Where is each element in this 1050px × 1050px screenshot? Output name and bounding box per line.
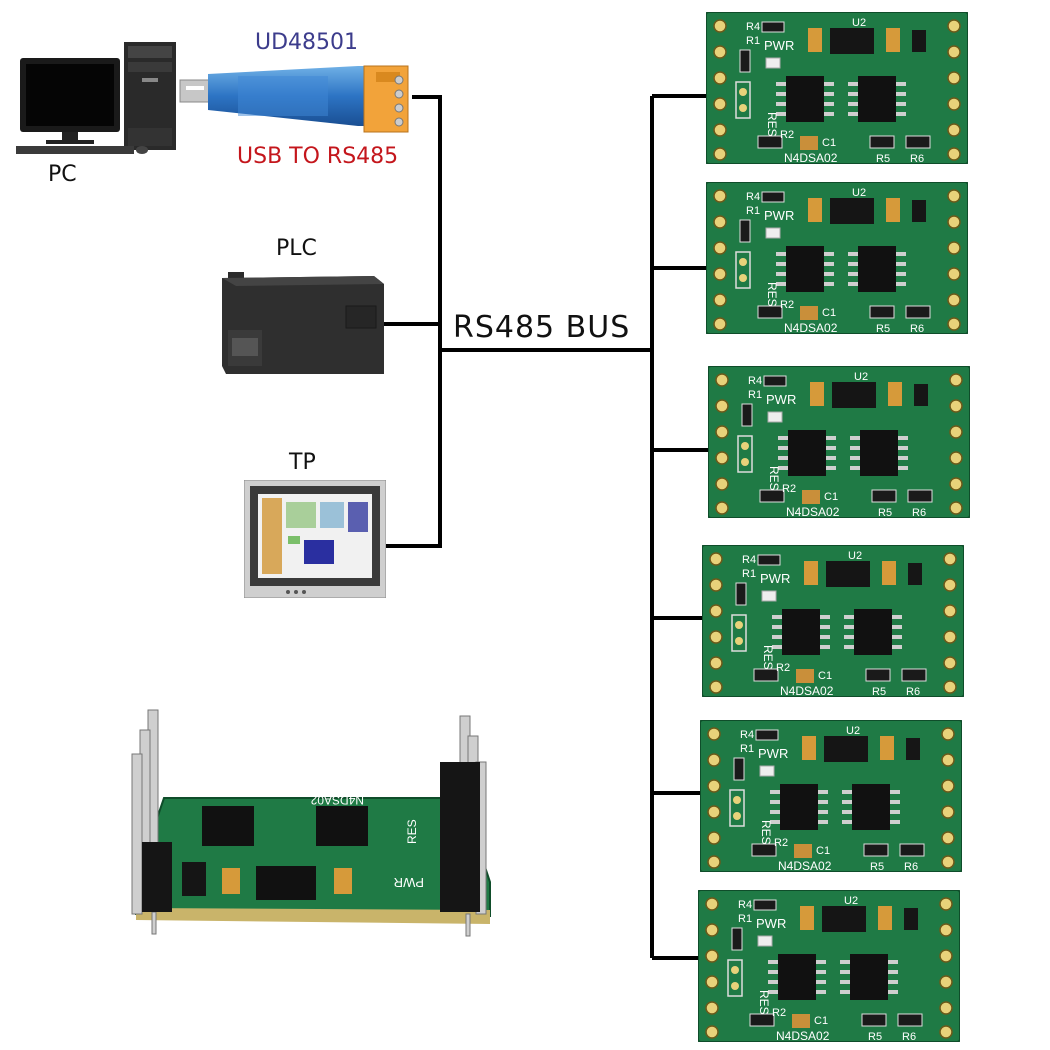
converter-model-label: UD48501 [255,30,359,55]
converter-subtitle-label: USB TO RS485 [237,144,399,169]
silk-r5: R5 [876,323,890,334]
silk-r6: R6 [910,153,924,164]
silk-pwr: PWR [766,392,796,407]
silk-res: RES [765,112,779,137]
module-model: N4DSA02 [778,859,832,872]
silk-r2: R2 [774,837,788,849]
silk-r4: R4 [740,729,754,741]
touch-panel-icon [244,480,386,598]
slave-module-5: R4 R1 PWR U2 RES R2 C1 N4DSA02 R5 R6 [699,719,963,873]
silk-r1: R1 [742,568,756,580]
silk-r6: R6 [902,1031,916,1042]
silk-u2: U2 [852,17,866,29]
silk-r6: R6 [904,861,918,872]
silk-u2: U2 [848,550,862,562]
silk-r1: R1 [746,205,760,217]
silk-r1: R1 [748,389,762,401]
tp-label: TP [289,450,316,475]
silk-r4: R4 [746,191,760,203]
silk-r5: R5 [870,861,884,872]
pc-icon [16,42,176,154]
silk-r2: R2 [782,483,796,495]
silk-c1: C1 [818,670,832,682]
bus-label: RS485 BUS [453,310,631,345]
silk-r6: R6 [912,507,926,518]
silk-res: RES [761,645,775,670]
silk-r2: R2 [780,129,794,141]
slave-module-4: R4 R1 PWR U2 RES R2 C1 N4DSA02 R5 R6 [701,544,965,698]
plc-icon [222,272,384,374]
silk-u2: U2 [846,725,860,737]
slave-module-3: R4 R1 PWR U2 RES R2 C1 N4DSA02 R5 R6 [707,365,971,519]
silk-r4: R4 [748,375,762,387]
slave-module-1: R4 R1 PWR U2 RES R2 C1 N4DSA02 R5 R6 [705,11,969,165]
module-model: N4DSA02 [784,151,838,164]
plc-label: PLC [276,236,317,261]
silk-pwr: PWR [760,571,790,586]
module-model: N4DSA02 [786,505,840,518]
silk-c1: C1 [816,845,830,857]
silk-r4: R4 [738,899,752,911]
pc-label: PC [48,162,77,187]
silk-r6: R6 [910,323,924,334]
module-product-photo: N4DSA02 PWR RES [131,709,491,937]
silk-res: RES [765,282,779,307]
photo-silk-res: RES [405,819,419,844]
slave-module-6: R4 R1 PWR U2 RES R2 C1 N4DSA02 R5 R6 [697,889,961,1043]
silk-r5: R5 [872,686,886,697]
silk-u2: U2 [844,895,858,907]
silk-r6: R6 [906,686,920,697]
silk-c1: C1 [822,137,836,149]
silk-pwr: PWR [758,746,788,761]
silk-c1: C1 [822,307,836,319]
silk-r1: R1 [740,743,754,755]
silk-u2: U2 [852,187,866,199]
silk-r2: R2 [780,299,794,311]
silk-r1: R1 [738,913,752,925]
silk-r2: R2 [776,662,790,674]
silk-c1: C1 [814,1015,828,1027]
master-bus-line [384,95,442,548]
silk-u2: U2 [854,371,868,383]
module-model: N4DSA02 [780,684,834,697]
silk-pwr: PWR [756,916,786,931]
silk-r4: R4 [746,21,760,33]
silk-r5: R5 [878,507,892,518]
silk-res: RES [759,820,773,845]
module-model: N4DSA02 [776,1029,830,1042]
silk-res: RES [767,466,781,491]
photo-silk-pwr: PWR [394,875,424,890]
silk-r2: R2 [772,1007,786,1019]
module-model: N4DSA02 [784,321,838,334]
silk-c1: C1 [824,491,838,503]
silk-res: RES [757,990,771,1015]
silk-r1: R1 [746,35,760,47]
photo-module-model: N4DSA02 [310,793,364,807]
silk-r4: R4 [742,554,756,566]
silk-pwr: PWR [764,208,794,223]
silk-pwr: PWR [764,38,794,53]
usb-rs485-converter-icon [179,65,409,133]
silk-r5: R5 [876,153,890,164]
silk-r5: R5 [868,1031,882,1042]
slave-module-2: R4 R1 PWR U2 RES R2 C1 N4DSA02 R5 R6 [705,181,969,335]
